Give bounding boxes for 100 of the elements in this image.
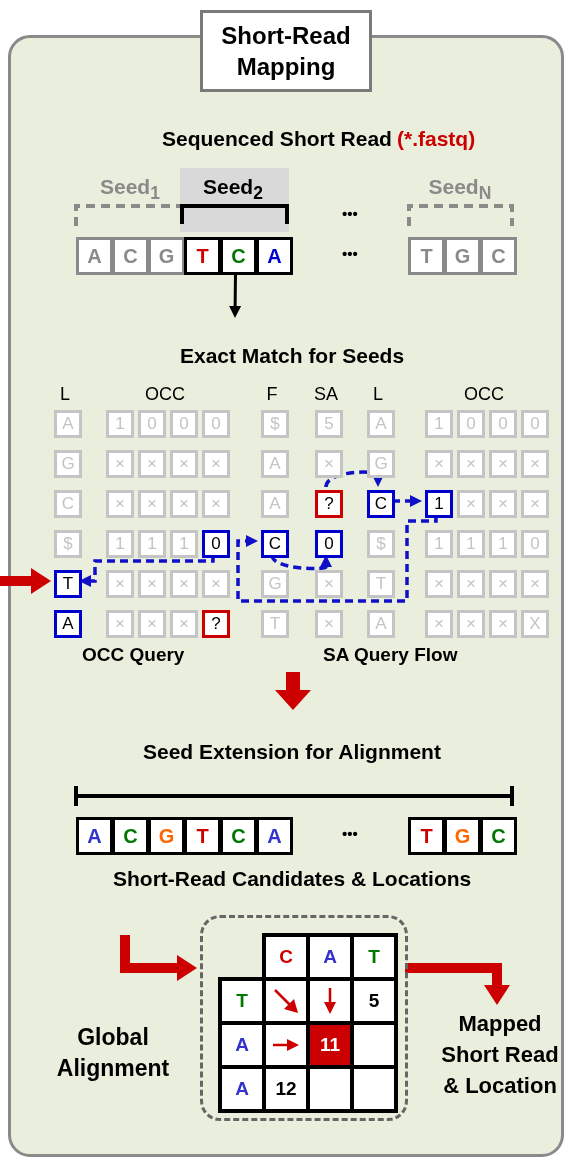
heading-text: Seed$_{2}$ — [203, 174, 263, 206]
table-cell: X — [521, 610, 549, 638]
table-cell: × — [138, 570, 166, 598]
base-cell: C — [480, 237, 517, 275]
table-cell: × — [138, 490, 166, 518]
heading-text: Short-Read Candidates & Locations — [113, 866, 472, 892]
arrow — [405, 963, 510, 1005]
table-cell: 0 — [521, 410, 549, 438]
table-cell: 0 — [202, 410, 230, 438]
base-cell: T — [408, 237, 445, 275]
table-cell: 1 — [170, 530, 198, 558]
table-cell: $ — [261, 410, 289, 438]
table-cell: A — [367, 610, 395, 638]
table-cell: ? — [315, 490, 343, 518]
base-cell: A — [256, 817, 293, 855]
table-cell: × — [106, 450, 134, 478]
table-cell: × — [315, 570, 343, 598]
heading-text: Sequenced Short Read — [162, 126, 392, 152]
heading-text: Seed Extension for Alignment — [143, 739, 441, 765]
table-cell: 1 — [489, 530, 517, 558]
table-cell: × — [489, 490, 517, 518]
table-cell: 0 — [457, 410, 485, 438]
table-cell: 1 — [425, 410, 453, 438]
table-cell: × — [457, 490, 485, 518]
base-cell: A — [76, 237, 113, 275]
base-cell: T — [184, 237, 221, 275]
table-cell: × — [170, 490, 198, 518]
base-cell: G — [444, 237, 481, 275]
heading-text: OCC — [145, 383, 185, 406]
table-cell: 0 — [170, 410, 198, 438]
table-cell: 1 — [425, 530, 453, 558]
table-cell: A — [261, 490, 289, 518]
table-cell: × — [425, 570, 453, 598]
table-cell: 0 — [202, 530, 230, 558]
table-cell: 0 — [138, 410, 166, 438]
table-cell: C — [367, 490, 395, 518]
base-cell: G — [444, 817, 481, 855]
table-cell: G — [261, 570, 289, 598]
base-cell: C — [112, 237, 149, 275]
heading-text: L — [373, 383, 383, 406]
heading-text: Seed$_{1}$ — [100, 174, 160, 206]
table-cell: × — [457, 450, 485, 478]
table-cell: 1 — [138, 530, 166, 558]
output-label: Mapped Short Read & Location — [433, 1008, 567, 1108]
table-cell: × — [138, 610, 166, 638]
base-cell: C — [480, 817, 517, 855]
table-cell: × — [457, 570, 485, 598]
table-cell: 1 — [106, 530, 134, 558]
table-cell: 1 — [106, 410, 134, 438]
table-cell: × — [202, 450, 230, 478]
dashed-region — [200, 915, 408, 1121]
table-cell: × — [489, 450, 517, 478]
arrow — [0, 568, 51, 594]
table-cell: × — [315, 450, 343, 478]
heading-text: OCC — [464, 383, 504, 406]
heading-text: (*.fastq) — [397, 126, 476, 152]
table-cell: $ — [367, 530, 395, 558]
base-cell: C — [112, 817, 149, 855]
base-cell: T — [408, 817, 445, 855]
table-cell: A — [261, 450, 289, 478]
heading-text: SA — [314, 383, 338, 406]
heading-text: F — [266, 383, 278, 406]
base-cell: C — [220, 817, 257, 855]
table-cell: × — [521, 490, 549, 518]
table-cell: × — [489, 610, 517, 638]
caption-text: Global Alignment — [55, 1023, 171, 1083]
table-cell: 0 — [521, 530, 549, 558]
table-cell: × — [138, 450, 166, 478]
table-cell: T — [54, 570, 82, 598]
table-cell: A — [54, 410, 82, 438]
table-cell: × — [170, 570, 198, 598]
table-cell: C — [54, 490, 82, 518]
table-cell: $ — [54, 530, 82, 558]
table-cell: × — [202, 570, 230, 598]
table-cell: 0 — [315, 530, 343, 558]
heading-text: Seed$_{N}$ — [428, 174, 492, 206]
heading-text: L — [60, 383, 70, 406]
table-cell: × — [170, 450, 198, 478]
table-cell: G — [367, 450, 395, 478]
base-cell: G — [148, 237, 185, 275]
table-cell: × — [425, 450, 453, 478]
table-cell: × — [106, 490, 134, 518]
table-cell: × — [106, 570, 134, 598]
table-cell: × — [106, 610, 134, 638]
heading-text: Exact Match for Seeds — [180, 343, 405, 369]
table-cell: 5 — [315, 410, 343, 438]
table-cell: 1 — [425, 490, 453, 518]
base-cell: C — [220, 237, 257, 275]
table-cell: A — [54, 610, 82, 638]
heading-text: SA Query Flow — [323, 643, 458, 667]
table-cell: × — [489, 570, 517, 598]
table-cell: G — [54, 450, 82, 478]
table-cell: C — [261, 530, 289, 558]
heading-text: OCC Query — [82, 643, 185, 667]
table-cell: × — [425, 610, 453, 638]
base-cell: A — [256, 237, 293, 275]
table-cell: × — [457, 610, 485, 638]
base-cell: T — [184, 817, 221, 855]
ellipsis: ••• — [342, 204, 358, 224]
title-tab: Short-Read Mapping — [200, 10, 372, 92]
